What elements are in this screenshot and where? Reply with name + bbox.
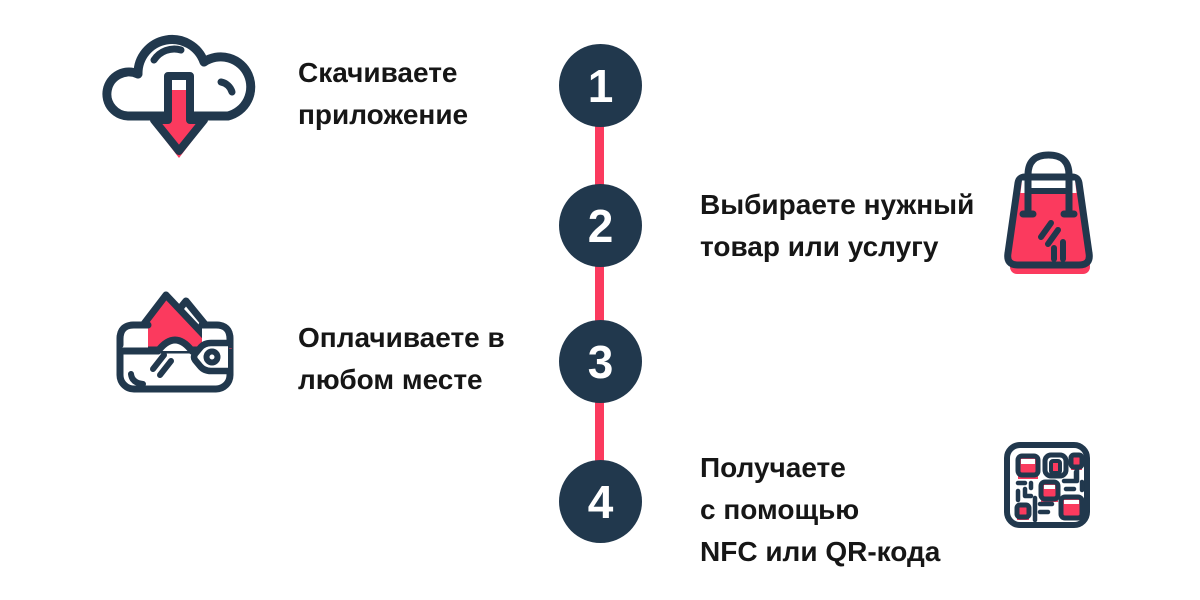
step-4-label-line-2: с помощью (700, 494, 860, 525)
step-3-number: 3 (587, 335, 614, 388)
wallet-icon (116, 291, 234, 393)
step-2-label-line-1: Выбираете нужный (700, 189, 975, 220)
step-4-number-badge: 4 (559, 460, 642, 543)
step-1-number-badge: 1 (559, 44, 642, 127)
cloud-download-icon (102, 35, 256, 158)
step-3-label-line-1: Оплачиваете в (298, 322, 505, 353)
step-2-label: Выбираете нужный товар или услугу (700, 184, 974, 268)
step-1-label-line-1: Скачиваете (298, 57, 458, 88)
timeline-connector (595, 85, 604, 501)
step-1-number: 1 (587, 59, 614, 112)
step-2-label-line-2: товар или услугу (700, 231, 939, 262)
step-2-number-badge: 2 (559, 184, 642, 267)
step-1-label-line-2: приложение (298, 99, 469, 130)
step-2-number: 2 (587, 199, 614, 252)
step-4-label-line-1: Получаете (700, 452, 846, 483)
step-4-label-line-3: NFC или QR-кода (700, 536, 941, 567)
qr-code-icon (1004, 442, 1090, 528)
step-4-number: 4 (587, 475, 614, 528)
step-4-label: Получаете с помощью NFC или QR-кода (700, 447, 940, 573)
step-3-label: Оплачиваете в любом месте (298, 317, 505, 401)
step-3-label-line-2: любом месте (298, 364, 483, 395)
step-1-label: Скачиваете приложение (298, 52, 468, 136)
step-3-number-badge: 3 (559, 320, 642, 403)
shopping-bag-icon (1004, 151, 1093, 274)
